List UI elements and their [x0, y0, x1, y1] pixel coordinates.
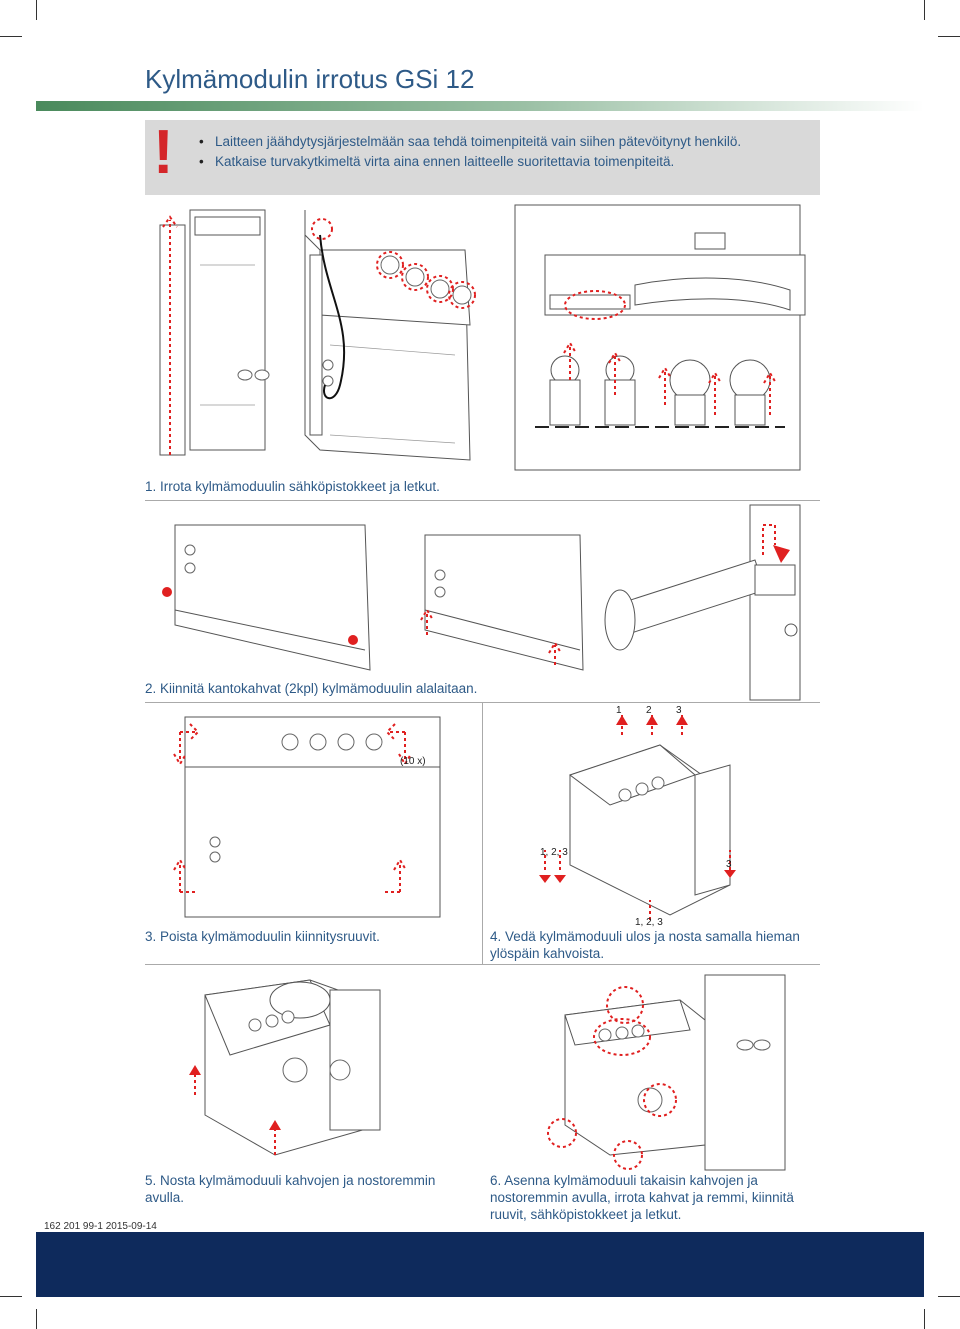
order-label-3b: 3	[726, 859, 732, 870]
warning-icon: !	[153, 118, 174, 187]
crop-mark	[36, 0, 37, 20]
order-label-2: 2	[646, 705, 652, 716]
warning-list: Laitteen jäähdytysjärjestelmään saa tehd…	[195, 132, 741, 172]
warning-item: Katkaise turvakytkimeltä virta aina enne…	[195, 152, 741, 172]
divider	[145, 500, 820, 501]
step-2-caption: 2. Kiinnitä kantokahvat (2kpl) kylmämodu…	[145, 681, 478, 696]
step2-unit-right-illustration	[420, 534, 584, 671]
step-3-caption: 3. Poista kylmämoduulin kiinnitysruuvit.	[145, 929, 380, 944]
page-title: Kylmämodulin irrotus GSi 12	[145, 64, 475, 94]
step-5-caption: 5. Nosta kylmämoduuli kahvojen ja nostor…	[145, 1173, 436, 1205]
step4-unit-illustration: 1 2 3 1, 2, 3 3 1, 2, 3	[539, 705, 736, 928]
order-label-123b: 1, 2, 3	[635, 917, 663, 928]
step1-unit-illustration	[159, 209, 476, 461]
order-label-123: 1, 2, 3	[540, 847, 568, 858]
step-4-caption: 4. Vedä kylmämoduuli ulos ja nosta samal…	[490, 929, 800, 961]
step6-unit-illustration	[547, 974, 786, 1171]
document-code: 162 201 99-1 2015-09-14	[44, 1221, 157, 1232]
title-underline	[36, 101, 924, 111]
crop-mark	[0, 36, 22, 37]
crop-mark	[36, 1309, 37, 1329]
step3-unit-illustration: (10 x)	[173, 716, 441, 918]
crop-mark	[924, 0, 925, 20]
warning-box: ! Laitteen jäähdytysjärjestelmään saa te…	[145, 120, 820, 195]
crop-mark	[938, 36, 960, 37]
step1-detail-illustration	[514, 204, 806, 471]
divider-vertical	[482, 702, 483, 964]
step5-unit-illustration	[189, 979, 381, 1156]
order-label-3: 3	[676, 705, 682, 716]
order-label-1: 1	[616, 705, 622, 716]
crop-mark	[0, 1296, 22, 1297]
step-6-caption: 6. Asenna kylmämoduuli takaisin kahvojen…	[490, 1173, 794, 1222]
footer-bar	[36, 1232, 924, 1297]
step-1-caption: 1. Irrota kylmämoduulin sähköpistokkeet …	[145, 479, 440, 494]
warning-item: Laitteen jäähdytysjärjestelmään saa tehd…	[195, 132, 741, 152]
step2-unit-left-illustration	[162, 524, 371, 671]
crop-mark	[938, 1296, 960, 1297]
step2-handle-illustration	[604, 504, 801, 701]
screw-count-label: (10 x)	[400, 756, 426, 767]
crop-mark	[924, 1309, 925, 1329]
divider	[145, 964, 820, 965]
